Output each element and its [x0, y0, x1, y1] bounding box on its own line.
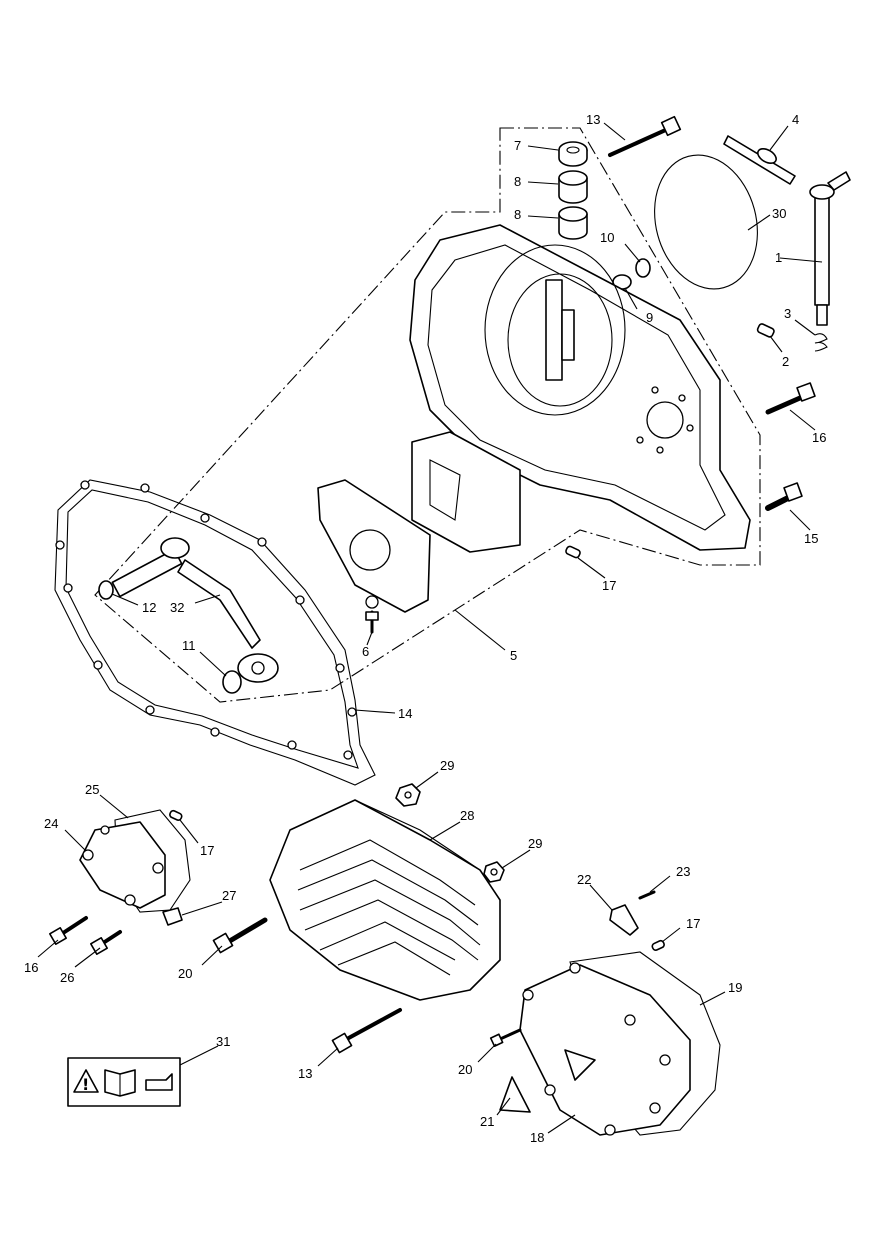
callout-28: 28 [460, 808, 474, 823]
callout-20-left: 20 [178, 966, 192, 981]
dowel-pin-part [756, 323, 775, 338]
callout-9: 9 [646, 310, 653, 325]
callout-32: 32 [170, 600, 184, 615]
long-bolt-part [608, 115, 682, 157]
callout-25: 25 [85, 782, 99, 797]
callout-23: 23 [676, 864, 690, 879]
callout-29-upper: 29 [440, 758, 454, 773]
callout-13-lower: 13 [298, 1066, 312, 1081]
callout-15: 15 [804, 531, 818, 546]
callout-27: 27 [222, 888, 236, 903]
clip-27-part [162, 907, 183, 926]
callout-22: 22 [577, 872, 591, 887]
nut-29-lower-part [483, 861, 505, 883]
callout-1: 1 [775, 250, 782, 265]
callout-19: 19 [728, 980, 742, 995]
selector-shaft-part [809, 171, 851, 326]
callout-17-upper: 17 [602, 578, 616, 593]
washer-part [635, 258, 651, 278]
callout-3: 3 [784, 306, 791, 321]
bracket-22-part [609, 904, 639, 936]
outer-primary-cover-part [269, 799, 501, 1001]
o-ring-12-part [98, 580, 114, 600]
callout-16-right: 16 [812, 430, 826, 445]
callout-labels: 13 4 7 8 8 30 10 1 9 3 2 16 15 17 12 32 … [24, 112, 826, 1145]
round-gasket-part [654, 154, 758, 290]
callout-14: 14 [398, 706, 412, 721]
friction-pad-part [411, 431, 521, 553]
bracket-part [723, 135, 796, 185]
bolt-15-part [765, 482, 803, 511]
nut-29-upper-part [395, 783, 421, 807]
warning-triangle-icon [73, 1069, 99, 1093]
long-bolt-13-lower-part [331, 1008, 402, 1054]
callout-6: 6 [362, 644, 369, 659]
dowel-pin-17-upper-part [565, 545, 581, 559]
bearing-plate-part [317, 479, 431, 613]
washer-11-part [222, 670, 242, 694]
dowel-pin-17-right-part [651, 939, 665, 951]
bolt-20-left-part [212, 917, 268, 954]
triangle-badge-part [564, 1049, 596, 1081]
warning-symbol: ! [82, 1075, 89, 1094]
leader-lines [37, 122, 823, 1134]
callout-12: 12 [142, 600, 156, 615]
callout-29-lower: 29 [528, 836, 542, 851]
clutch-cover-part [519, 962, 691, 1136]
callout-16-lower: 16 [24, 960, 38, 975]
dowel-pin-17-mid-part [169, 809, 183, 821]
callout-4: 4 [792, 112, 799, 127]
callout-2: 2 [782, 354, 789, 369]
callout-26: 26 [60, 970, 74, 985]
screw-20-right-part [489, 1028, 522, 1048]
callout-8-lower: 8 [514, 207, 521, 222]
lever-shaft-part [111, 537, 279, 683]
callout-17-mid: 17 [200, 843, 214, 858]
screw-6-part [365, 610, 379, 634]
bolt-16-lower-part [49, 916, 88, 945]
outer-cover-gasket-inner [65, 489, 359, 769]
callout-20-right: 20 [458, 1062, 472, 1077]
oil-can-icon [145, 1073, 173, 1091]
outer-cover-gasket-part [54, 479, 376, 786]
triangle-badge-21-part [499, 1076, 531, 1113]
callout-31: 31 [216, 1034, 230, 1049]
callout-30: 30 [772, 206, 786, 221]
bolt-16-right-part [765, 382, 816, 415]
gasket-bolt-holes [55, 480, 357, 760]
small-clutch-cover-part [79, 821, 166, 909]
callout-24: 24 [44, 816, 58, 831]
callout-13-top: 13 [586, 112, 600, 127]
callout-18: 18 [530, 1130, 544, 1145]
callout-21: 21 [480, 1114, 494, 1129]
callout-11: 11 [182, 638, 196, 653]
callout-17-right: 17 [686, 916, 700, 931]
callout-10: 10 [600, 230, 614, 245]
needle-bearing-lower-part [558, 206, 588, 240]
warning-label-part: ! [67, 1057, 181, 1107]
inner-cover-housing-part [409, 224, 751, 551]
callout-5: 5 [510, 648, 517, 663]
callout-8-upper: 8 [514, 174, 521, 189]
screw-23-part [638, 890, 656, 900]
spring-part [814, 333, 828, 352]
needle-bearing-upper-part [558, 170, 588, 204]
callout-7: 7 [514, 138, 521, 153]
seal-part [558, 141, 588, 167]
bolt-26-part [90, 930, 122, 955]
